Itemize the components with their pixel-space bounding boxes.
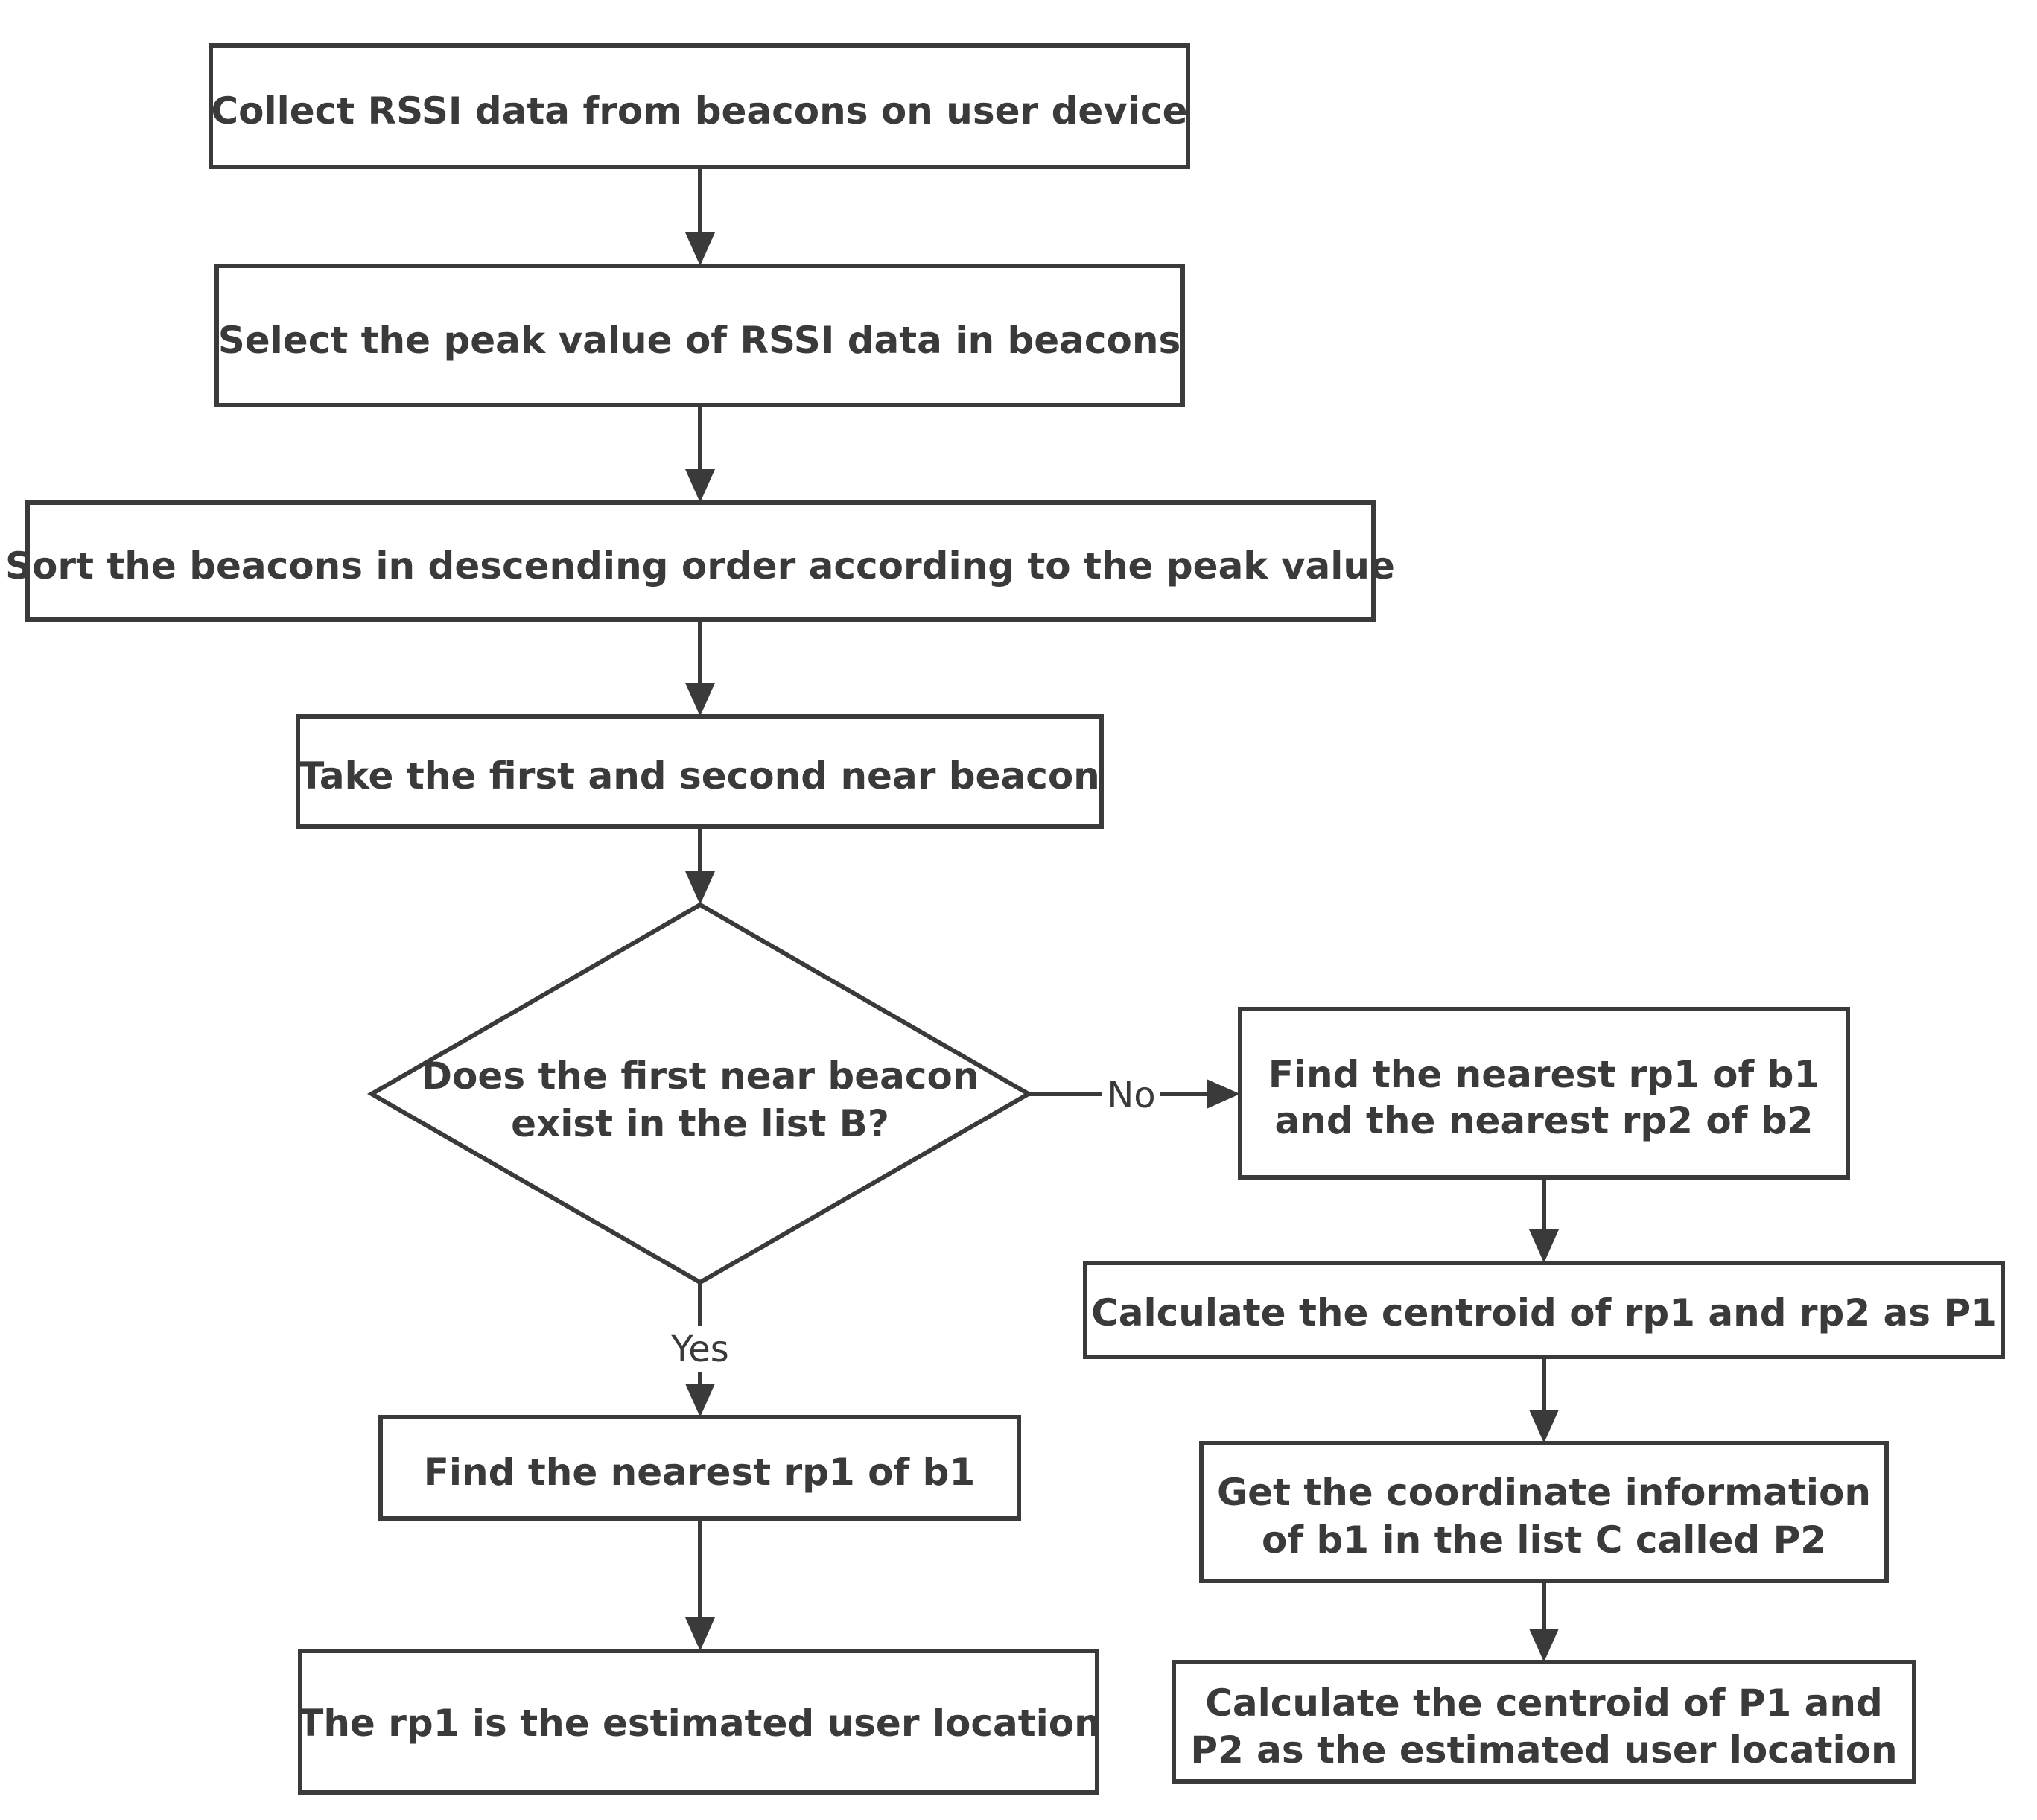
node-collect-rssi: Collect RSSI data from beacons on user d… [209,43,1190,169]
node-find-rp1-text: Find the nearest rp1 of b1 [424,1451,976,1494]
edge-decision-yes: Yes [670,1282,729,1417]
node-final-centroid: Calculate the centroid of P1 and P2 as t… [1172,1660,1916,1784]
node-find-rp1-rp2-text-line-1: Find the nearest rp1 of b1 [1268,1053,1820,1096]
node-collect-rssi-text: Collect RSSI data from beacons on user d… [211,89,1187,133]
edge-find-rp1-to-location [685,1518,715,1651]
node-find-rp1-rp2-text-line-2: and the nearest rp2 of b2 [1275,1099,1814,1142]
node-select-peak: Select the peak value of RSSI data in be… [214,264,1185,407]
edge-label-yes: Yes [670,1329,728,1370]
node-decision: Does the first near beacon exist in the … [366,902,1034,1285]
node-take-beacons: Take the first and second near beacon [296,714,1104,829]
edge-coord-to-final [1529,1581,1559,1662]
node-select-peak-text: Select the peak value of RSSI data in be… [218,319,1181,362]
node-rp1-location: The rp1 is the estimated user location [298,1649,1101,1795]
edge-select-to-sort [685,405,715,503]
edge-centroid-to-coord [1529,1357,1559,1443]
node-coord-p2: Get the coordinate information of b1 in … [1199,1441,1889,1583]
node-decision-text-line-1: Does the first near beacon [422,1054,979,1098]
edge-find-rp1-rp2-to-centroid [1529,1177,1559,1263]
node-coord-p2-text-line-2: of b1 in the list C called P2 [1262,1518,1826,1562]
node-take-beacons-text: Take the first and second near beacon [299,754,1100,798]
node-rp1-location-text: The rp1 is the estimated user location [298,1702,1101,1745]
node-final-centroid-text-line-1: Calculate the centroid of P1 and [1205,1681,1883,1725]
node-find-rp1: Find the nearest rp1 of b1 [378,1415,1021,1521]
node-centroid-p1-text: Calculate the centroid of rp1 and rp2 as… [1091,1291,1997,1334]
edge-label-no: No [1107,1075,1155,1116]
edge-decision-no: No [1029,1075,1240,1116]
edge-sort-to-take [685,620,715,716]
node-sort-beacons: Sort the beacons in descending order acc… [5,500,1395,622]
edge-collect-to-select [685,167,715,266]
edge-take-to-decision [685,827,715,905]
node-find-rp1-rp2: Find the nearest rp1 of b1 and the neare… [1238,1007,1850,1180]
node-final-centroid-text-line-2: P2 as the estimated user location [1190,1728,1897,1772]
node-sort-beacons-text: Sort the beacons in descending order acc… [5,544,1395,588]
node-coord-p2-text-line-1: Get the coordinate information [1217,1471,1871,1514]
node-centroid-p1: Calculate the centroid of rp1 and rp2 as… [1083,1261,2005,1359]
node-decision-text-line-2: exist in the list B? [511,1102,889,1145]
